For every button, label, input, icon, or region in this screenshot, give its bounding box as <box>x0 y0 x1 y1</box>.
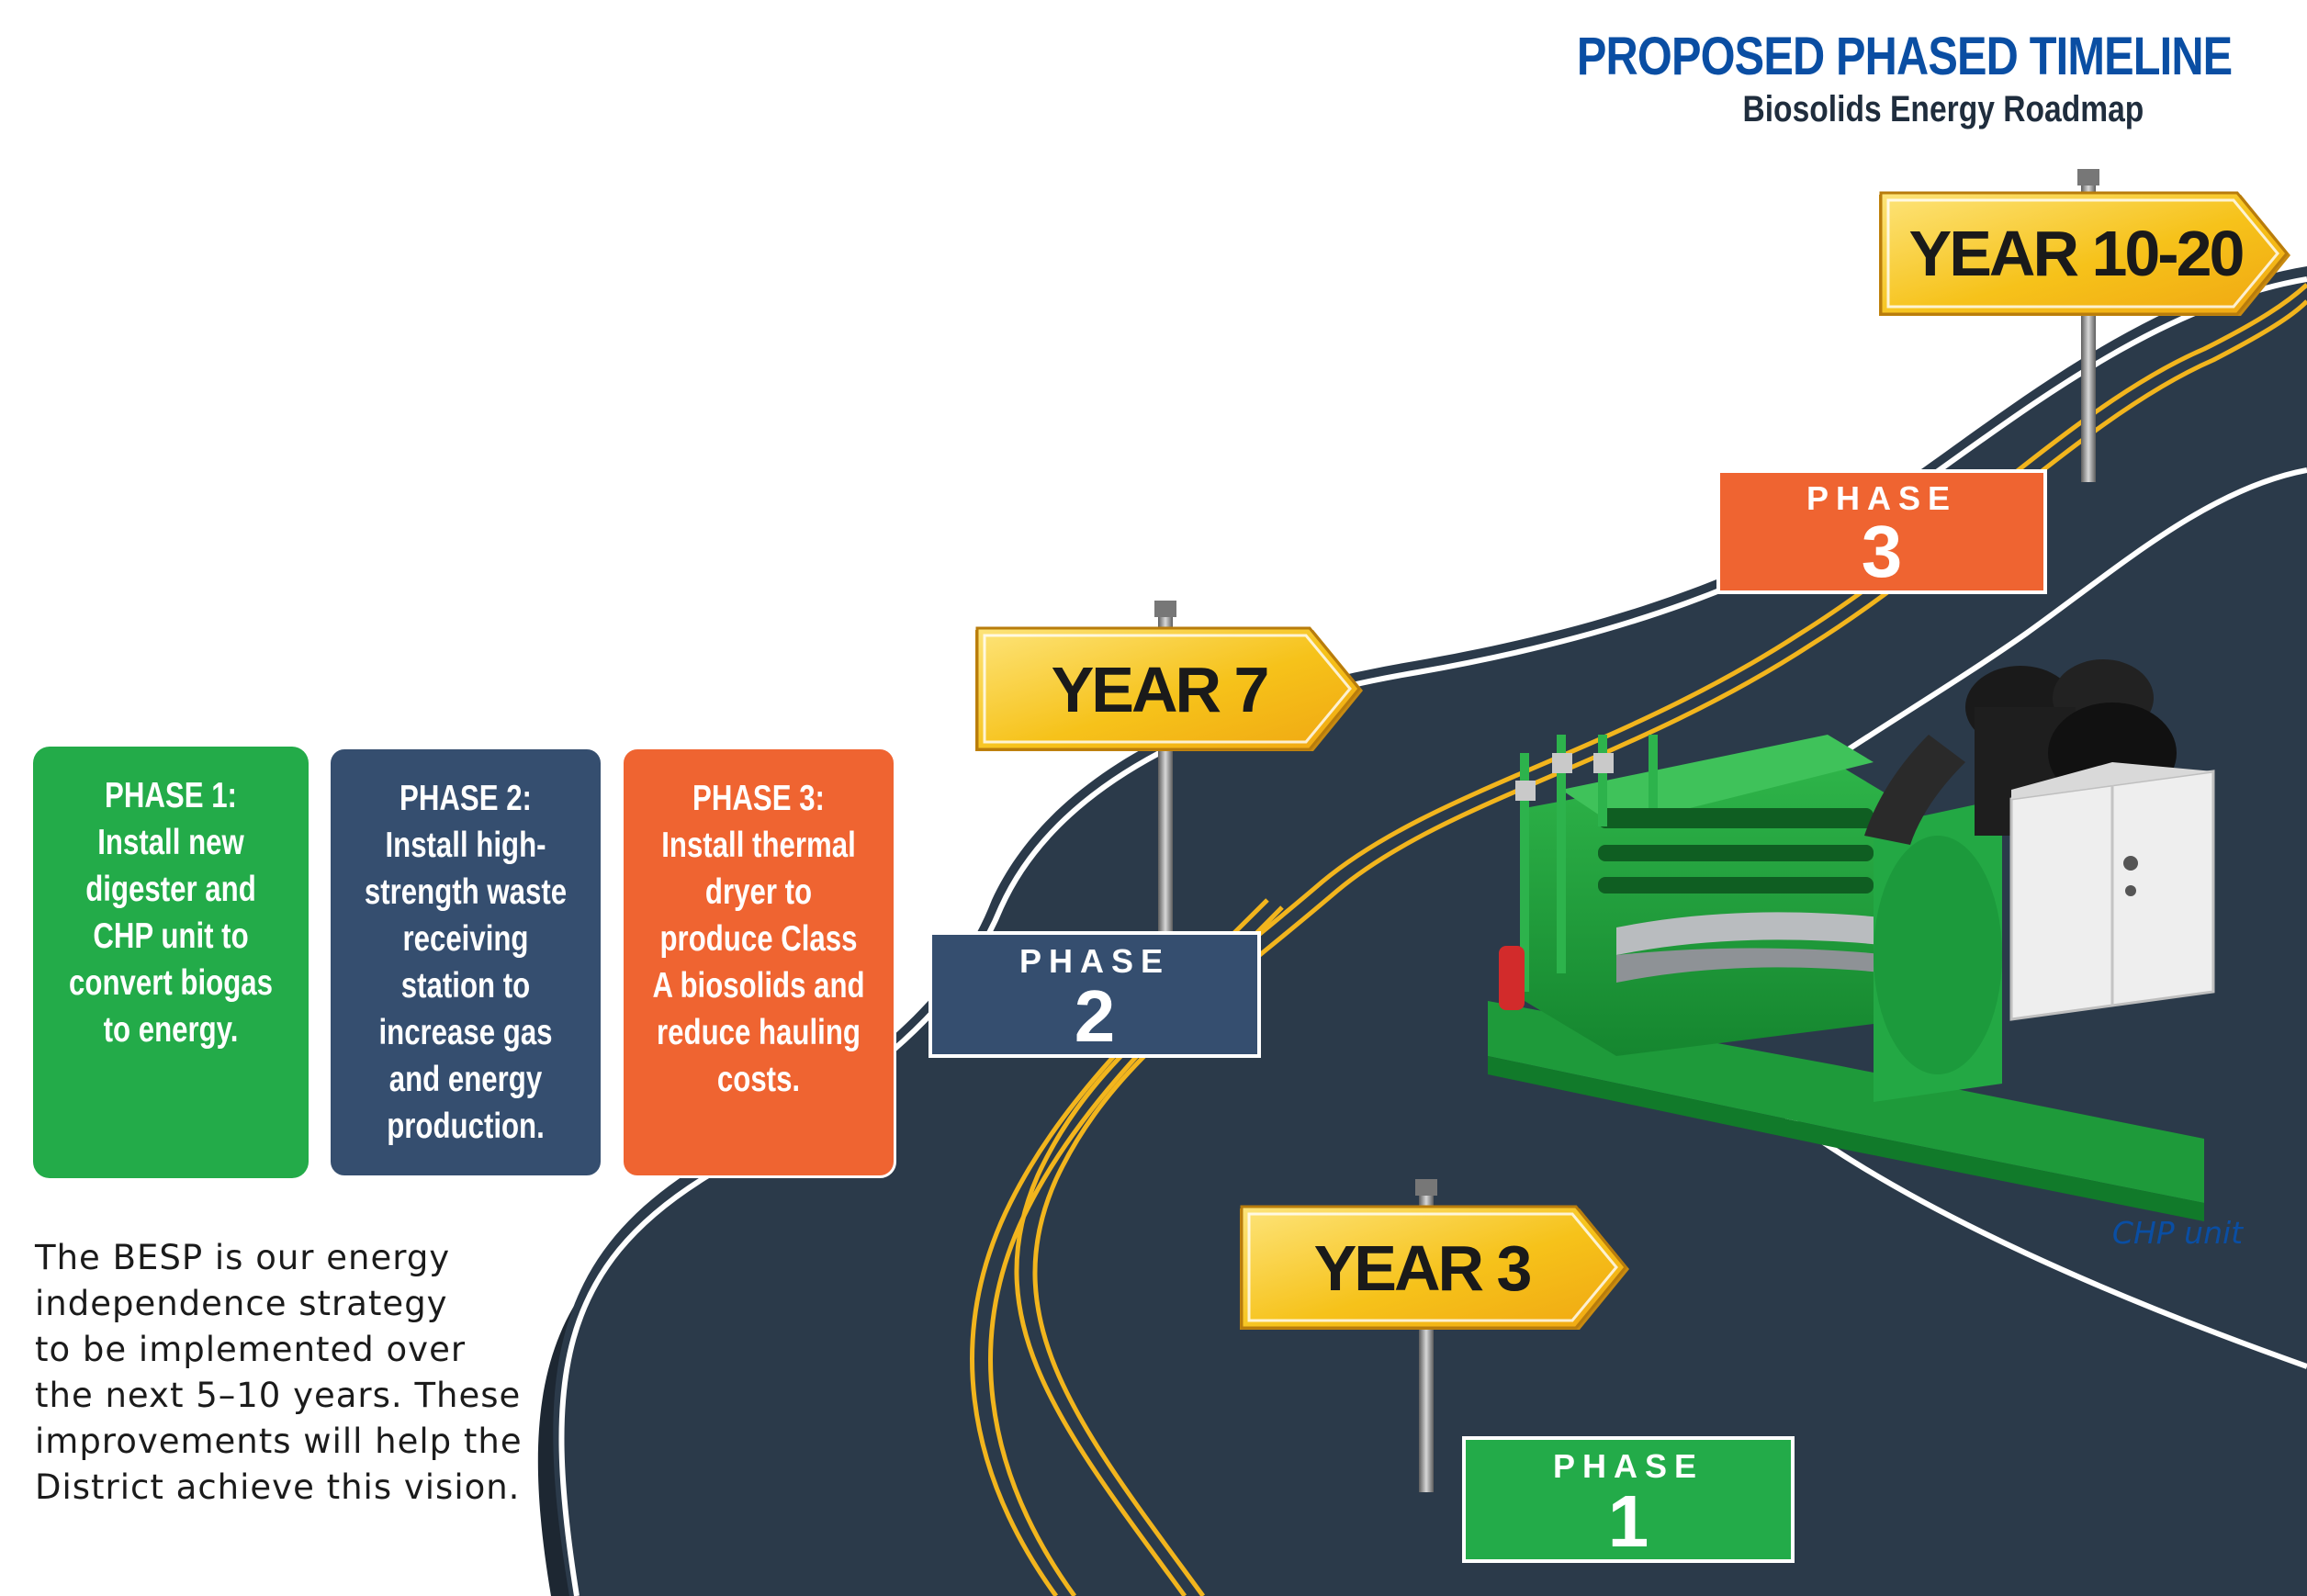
sign-year-10-20: YEAR 10-20 <box>1879 191 2290 316</box>
page-title: PROPOSED PHASED TIMELINE <box>1576 27 2233 86</box>
page-subtitle: Biosolids Energy Roadmap <box>1742 89 2144 129</box>
intro-line: the next 5–10 years. These <box>35 1376 522 1415</box>
phase-3-card: PHASE 3: Install thermal dryer to produc… <box>621 747 896 1178</box>
phase-plate-2: PHASE 2 <box>928 931 1261 1058</box>
intro-line: The BESP is our energy <box>35 1238 451 1277</box>
sign-year-3: YEAR 3 <box>1240 1205 1629 1330</box>
phase-3-card-line: A biosolids and <box>652 966 865 1006</box>
pole-cap-year-10-20 <box>2077 169 2099 185</box>
phase-3-card-line: dryer to <box>704 872 813 912</box>
phase-3-card-line: produce Class <box>659 919 858 959</box>
phase-2-card-line: production. <box>387 1107 545 1146</box>
road-center-line-b <box>1032 299 2307 1596</box>
phase-2-card-line: Install high- <box>385 826 546 865</box>
intro-paragraph: The BESP is our energy independence stra… <box>35 1235 604 1511</box>
phase-2-card-line: receiving <box>402 919 529 959</box>
phase-2-card-title: PHASE 2: <box>400 779 532 818</box>
intro-line: improvements will help the <box>35 1422 523 1461</box>
phase-plate-1-number: 1 <box>1608 1480 1649 1562</box>
pole-cap-year-7 <box>1154 601 1176 617</box>
chp-unit-caption: CHP unit <box>2112 1215 2244 1251</box>
road-center-line-a <box>1014 283 2307 1596</box>
phase-plate-1: PHASE 1 <box>1462 1436 1795 1563</box>
sign-year-10-20-label: YEAR 10-20 <box>1909 218 2244 289</box>
phase-1-card-line: to energy. <box>103 1010 239 1050</box>
phase-2-card-line: station to <box>400 966 531 1006</box>
phase-2-card-line: increase gas <box>378 1013 553 1052</box>
phase-2-card-line: strength waste <box>364 872 568 912</box>
phase-1-card: PHASE 1: Install new digester and CHP un… <box>33 747 309 1178</box>
phase-1-card-line: CHP unit to <box>93 916 249 956</box>
phase-2-card-line: and energy <box>388 1060 543 1099</box>
intro-line: District achieve this vision. <box>35 1467 521 1507</box>
phase-3-card-line: Install thermal <box>661 826 856 865</box>
road-surface <box>553 266 2307 1596</box>
phase-3-card-title: PHASE 3: <box>692 779 825 818</box>
winding-road <box>537 266 2307 1596</box>
phase-plate-3: PHASE 3 <box>1716 469 2047 594</box>
phase-plate-3-number: 3 <box>1862 511 1903 592</box>
phase-plate-2-word: PHASE <box>1019 942 1170 980</box>
sign-year-3-label: YEAR 3 <box>1314 1232 1531 1304</box>
title-block: PROPOSED PHASED TIMELINE Biosolids Energ… <box>1452 26 2233 130</box>
phase-1-card-title: PHASE 1: <box>105 776 237 815</box>
phase-1-card-line: Install new <box>97 823 244 862</box>
phase-2-card: PHASE 2: Install high- strength waste re… <box>328 747 603 1178</box>
phase-plate-1-word: PHASE <box>1553 1447 1704 1485</box>
phase-1-card-line: digester and <box>85 870 256 909</box>
phase-plate-3-word: PHASE <box>1806 479 1957 517</box>
intro-line: independence strategy <box>35 1284 448 1323</box>
intro-line: to be implemented over <box>35 1330 467 1369</box>
pole-cap-year-3 <box>1415 1179 1437 1196</box>
sign-year-7-label: YEAR 7 <box>1052 654 1267 725</box>
phase-plate-2-number: 2 <box>1075 975 1116 1057</box>
chp-unit-image <box>1488 659 2215 1221</box>
phase-3-card-line: reduce hauling <box>657 1013 861 1052</box>
phase-3-card-line: costs. <box>716 1060 801 1099</box>
phase-1-card-line: convert biogas <box>69 963 273 1003</box>
sign-year-7: YEAR 7 <box>975 626 1363 751</box>
